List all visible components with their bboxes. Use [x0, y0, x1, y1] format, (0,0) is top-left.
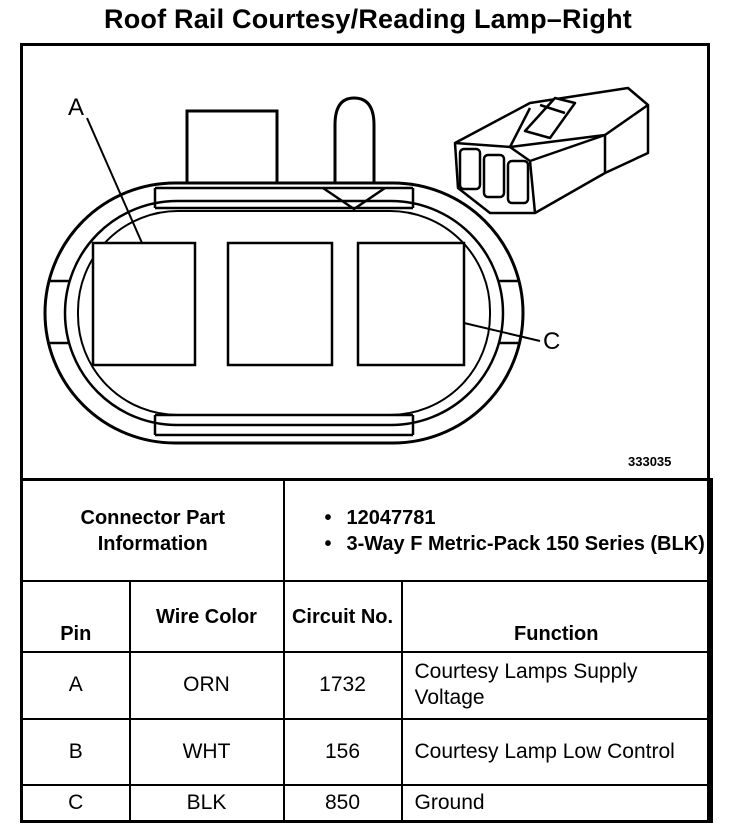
connector-info-values: 12047781 3-Way F Metric-Pack 150 Series …	[282, 478, 714, 583]
connector-iso-view	[453, 86, 650, 215]
function-cell: Ground	[400, 784, 714, 824]
header-function: Function	[400, 580, 714, 654]
connector-type: 3-Way F Metric-Pack 150 Series (BLK)	[325, 531, 711, 557]
part-number: 12047781	[325, 505, 711, 531]
cavity-b	[226, 241, 334, 367]
header-pin: Pin	[20, 580, 131, 654]
connector-info-label: Connector Part Information	[19, 478, 285, 583]
cavity-a	[91, 241, 197, 367]
circuit-cell: 1732	[282, 651, 403, 720]
table-row: A ORN 1732 Courtesy Lamps Supply Voltage	[20, 651, 714, 720]
header-circuit: Circuit No.	[282, 580, 403, 654]
wire-color-cell: WHT	[128, 717, 285, 787]
callout-c-label: C	[543, 328, 560, 355]
iso-latch	[523, 96, 577, 140]
pin-cell: A	[20, 651, 131, 720]
wire-color-cell: ORN	[128, 651, 285, 720]
function-cell: Courtesy Lamp Low Control	[400, 717, 714, 787]
table-row: B WHT 156 Courtesy Lamp Low Control	[20, 717, 714, 787]
cavity-c	[356, 241, 466, 367]
top-latch-tab	[185, 109, 279, 189]
table-row: C BLK 850 Ground	[20, 784, 714, 824]
page-title: Roof Rail Courtesy/Reading Lamp–Right	[104, 4, 632, 34]
connector-table: Connector Part Information 12047781 3-Wa…	[19, 478, 714, 824]
circuit-cell: 156	[282, 717, 403, 787]
pin-cell: B	[20, 717, 131, 787]
function-cell: Courtesy Lamps Supply Voltage	[400, 651, 714, 720]
callout-c-leader	[463, 322, 541, 342]
wire-color-cell: BLK	[128, 784, 285, 824]
connector-diagram: A C	[43, 86, 650, 445]
polarization-key	[333, 96, 376, 185]
header-row: Pin Wire Color Circuit No. Function	[20, 580, 714, 654]
header-wire-color: Wire Color	[128, 580, 285, 654]
callout-a-label: A	[68, 94, 84, 121]
figure-number: 333035	[628, 454, 672, 469]
circuit-cell: 850	[282, 784, 403, 824]
connector-info-row: Connector Part Information 12047781 3-Wa…	[19, 478, 714, 583]
pin-cell: C	[20, 784, 131, 824]
callout-a-leader	[86, 117, 143, 244]
diagram-frame	[20, 43, 710, 823]
